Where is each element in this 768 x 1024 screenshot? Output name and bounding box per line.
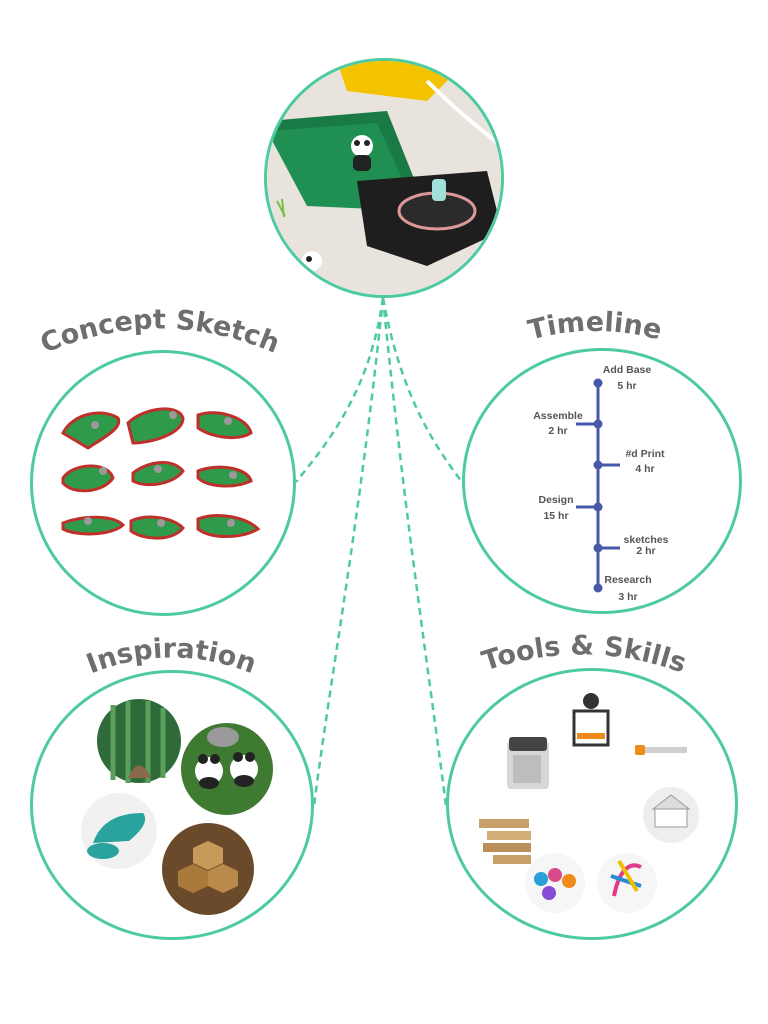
wood-planks-photo <box>479 819 531 864</box>
timeline-step-label: Research <box>604 574 651 586</box>
inspiration-circle <box>30 670 314 940</box>
timeline-step-label: Assemble <box>533 410 583 422</box>
timeline-node <box>593 543 603 553</box>
box-3d-printer-photo <box>507 737 549 789</box>
mini-golf-model-photo <box>81 793 157 869</box>
timeline-step-hours: 5 hr <box>617 380 636 392</box>
bamboo-forest-photo <box>97 699 181 783</box>
timeline-node <box>593 502 603 512</box>
connector-concept <box>295 297 385 483</box>
timeline-step-label: #d Print <box>625 448 665 460</box>
timeline-node <box>593 419 603 429</box>
pipe-cleaner-art-photo <box>597 853 657 913</box>
timeline-step-hours: 2 hr <box>548 425 567 437</box>
connector-inspiration <box>312 297 385 807</box>
3d-printer-photo <box>572 693 610 747</box>
timeline-step-label: Design <box>538 494 573 506</box>
tools-skills-circle <box>446 668 738 940</box>
panda-figurines-photo <box>181 723 273 815</box>
hex-board-game-photo <box>162 823 254 915</box>
timeline-step-hours: 3 hr <box>618 591 637 603</box>
timeline-step-hours: 15 hr <box>543 510 568 522</box>
hand-saw-photo <box>635 745 687 755</box>
connector-timeline <box>381 297 463 483</box>
printed-figures-photo <box>525 853 585 913</box>
concept-sketch-circle <box>30 350 296 616</box>
hero-image <box>264 58 504 298</box>
timeline-step-hours: 4 hr <box>635 463 654 475</box>
timeline-node <box>593 378 603 388</box>
model-house-photo <box>643 787 699 843</box>
timeline-step-label: Add Base <box>603 364 652 376</box>
timeline-node <box>593 460 603 470</box>
concept-sketch-drawings <box>61 407 261 540</box>
timeline-circle <box>462 348 742 614</box>
timeline-step-label: sketches <box>624 534 669 546</box>
timeline-step-hours: 2 hr <box>636 545 655 557</box>
connector-tools <box>381 297 448 807</box>
timeline-node <box>593 583 603 593</box>
